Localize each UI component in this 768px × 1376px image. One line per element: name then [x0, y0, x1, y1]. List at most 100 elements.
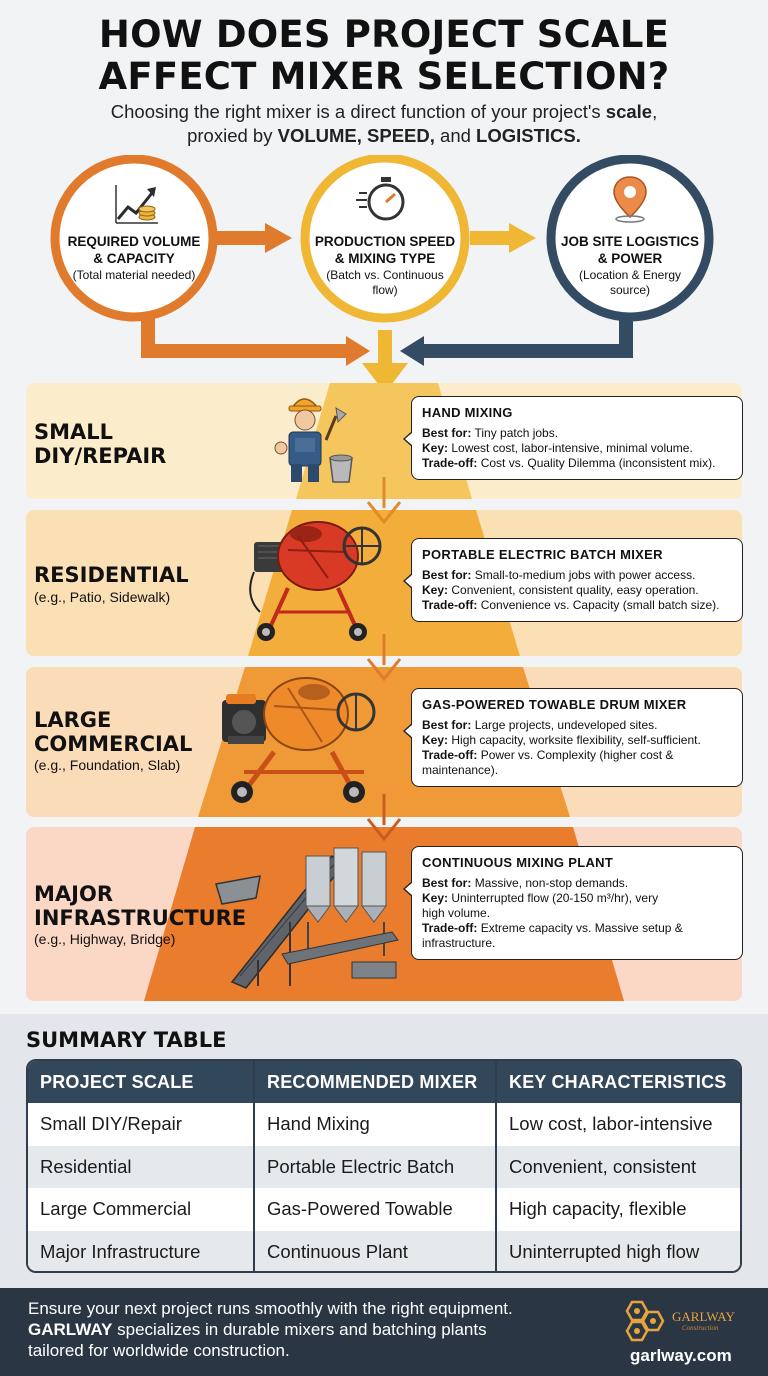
speed-circle [300, 155, 470, 323]
volume-factor-title-1: REQUIRED VOLUME [67, 234, 201, 249]
card-title-continuous-plant: CONTINUOUS MIXING PLANT [422, 855, 614, 870]
garlway-logo-icon [625, 1300, 665, 1342]
best-for-label: Best for: [422, 426, 472, 440]
table-cell: Low cost, labor-intensive [495, 1103, 740, 1146]
tradeoff-label: Trade-off: [422, 598, 478, 612]
table-cell: Large Commercial [28, 1188, 254, 1231]
tradeoff-text-2: maintenance). [422, 763, 499, 777]
arrow-logistics-to-funnel [400, 317, 633, 366]
speed-factor-text: PRODUCTION SPEED & MIXING TYPE (Batch vs… [308, 233, 462, 298]
card-title-gas-drum: GAS-POWERED TOWABLE DRUM MIXER [422, 697, 687, 712]
page-title: HOW DOES PROJECT SCALE AFFECT MIXER SELE… [0, 14, 768, 98]
best-for-text: Tiny patch jobs. [474, 426, 559, 440]
logistics-factor-title-2: & POWER [597, 251, 663, 266]
card-electric-batch: PORTABLE ELECTRIC BATCH MIXER Best for: … [403, 538, 743, 622]
footer-line-3: tailored for worldwide construction. [28, 1341, 290, 1360]
tradeoff-text: Power vs. Complexity (higher cost & [480, 748, 674, 762]
logistics-factor-title-1: JOB SITE LOGISTICS [560, 234, 700, 249]
card-title-electric-batch: PORTABLE ELECTRIC BATCH MIXER [422, 547, 663, 562]
down-arrow-3 [366, 794, 402, 842]
key-label: Key: [422, 441, 449, 455]
subtitle-text-2: proxied by [187, 125, 278, 146]
tradeoff-label: Trade-off: [422, 456, 478, 470]
scale-label-major-1: MAJOR [34, 882, 113, 906]
down-arrow-1 [366, 477, 402, 525]
subtitle-and: and [434, 125, 477, 146]
arrow-speed-down [362, 330, 408, 393]
table-cell: Convenient, consistent [495, 1145, 740, 1188]
page-title-line-2: AFFECT MIXER SELECTION? [98, 55, 670, 98]
logistics-circle [546, 155, 714, 322]
brand-url-link[interactable]: garlway.com [630, 1346, 732, 1365]
card-hand-mixing: HAND MIXING Best for: Tiny patch jobs. K… [403, 396, 743, 480]
best-for-label: Best for: [422, 876, 472, 890]
speed-factor-sub-2: flow) [372, 283, 398, 297]
key-label: Key: [422, 891, 449, 905]
table-cell: Major Infrastructure [28, 1230, 254, 1271]
scale-label-large-1: LARGE [34, 708, 112, 732]
table-cell: Portable Electric Batch [253, 1145, 496, 1188]
table-cell: Continuous Plant [253, 1230, 496, 1271]
factor-flow-diagram [50, 155, 714, 393]
key-text: Lowest cost, labor-intensive, minimal vo… [451, 441, 693, 455]
table-row: Small DIY/Repair Hand Mixing Low cost, l… [28, 1103, 740, 1146]
volume-factor-sub: (Total material needed) [72, 268, 196, 282]
scale-example-major: (e.g., Highway, Bridge) [34, 931, 176, 947]
tradeoff-label: Trade-off: [422, 748, 478, 762]
subtitle-bold-scale: scale [605, 101, 653, 122]
footer-line-1: Ensure your next project runs smoothly w… [28, 1299, 513, 1318]
tradeoff-label: Trade-off: [422, 921, 478, 935]
arrow-speed-to-logistics [470, 223, 536, 253]
table-row: Major Infrastructure Continuous Plant Un… [28, 1230, 740, 1271]
summary-title: SUMMARY TABLE [26, 1028, 227, 1052]
best-for-text: Small-to-medium jobs with power access. [474, 568, 696, 582]
electric-mixer-icon [249, 521, 382, 641]
speed-factor-sub-1: (Batch vs. Continuous [326, 268, 444, 282]
scale-label-small: SMALL DIY/REPAIR [34, 420, 166, 468]
footer-text: Ensure your next project runs smoothly w… [28, 1298, 588, 1361]
summary-table: PROJECT SCALE RECOMMENDED MIXER KEY CHAR… [26, 1059, 742, 1273]
scale-example-large: (e.g., Foundation, Slab) [34, 757, 181, 773]
table-row: Residential Portable Electric Batch Conv… [28, 1145, 740, 1188]
scale-example-residential: (e.g., Patio, Sidewalk) [34, 589, 171, 605]
tradeoff-text: Cost vs. Quality Dilemma (inconsistent m… [480, 456, 716, 470]
best-for-text: Massive, non-stop demands. [474, 876, 629, 890]
arrow-volume-to-speed [205, 223, 292, 253]
best-for-label: Best for: [422, 718, 472, 732]
table-cell: High capacity, flexible [495, 1188, 740, 1231]
table-cell: Residential [28, 1145, 254, 1188]
logistics-factor-sub-1: (Location & Energy [578, 268, 682, 282]
stopwatch-icon [356, 177, 405, 221]
volume-factor-title-2: & CAPACITY [93, 251, 175, 266]
key-text-2: high volume. [422, 906, 491, 920]
table-cell: Hand Mixing [253, 1103, 496, 1146]
tradeoff-text: Extreme capacity vs. Massive setup & [480, 921, 683, 935]
speed-factor-title-1: PRODUCTION SPEED [314, 234, 456, 249]
page-title-line-1: HOW DOES PROJECT SCALE [98, 13, 670, 56]
scale-label-small-1: SMALL [34, 420, 114, 444]
subtitle-comma: , [652, 101, 658, 122]
subtitle-bold-logistics: LOGISTICS. [476, 125, 581, 146]
table-cell: Uninterrupted high flow [495, 1230, 740, 1271]
page-subtitle: Choosing the right mixer is a direct fun… [0, 100, 768, 148]
arrow-volume-to-funnel [141, 317, 370, 366]
card-title-hand-mixing: HAND MIXING [422, 405, 513, 420]
brand-tagline: Construction [682, 1324, 719, 1332]
key-label: Key: [422, 733, 449, 747]
table-cell: Small DIY/Repair [28, 1103, 254, 1146]
footer-line-2: specializes in durable mixers and batchi… [112, 1320, 487, 1339]
card-continuous-plant: CONTINUOUS MIXING PLANT Best for: Massiv… [403, 846, 743, 960]
scale-label-small-2: DIY/REPAIR [34, 444, 167, 468]
logistics-factor-text: JOB SITE LOGISTICS & POWER (Location & E… [558, 233, 702, 298]
worker-icon [274, 398, 353, 483]
speed-factor-title-2: & MIXING TYPE [334, 251, 436, 266]
tradeoff-text: Convenience vs. Capacity (small batch si… [480, 598, 720, 612]
tradeoff-text-2: infrastructure. [422, 936, 496, 950]
volume-factor-text: REQUIRED VOLUME & CAPACITY (Total materi… [62, 233, 206, 283]
best-for-label: Best for: [422, 568, 472, 582]
table-header-key-characteristics: KEY CHARACTERISTICS [495, 1061, 740, 1103]
subtitle-bold-volume-speed: VOLUME, SPEED, [277, 125, 435, 146]
location-pin-icon [613, 176, 647, 223]
gas-drum-mixer-icon [222, 677, 376, 803]
key-text: Convenient, consistent quality, easy ope… [451, 583, 699, 597]
